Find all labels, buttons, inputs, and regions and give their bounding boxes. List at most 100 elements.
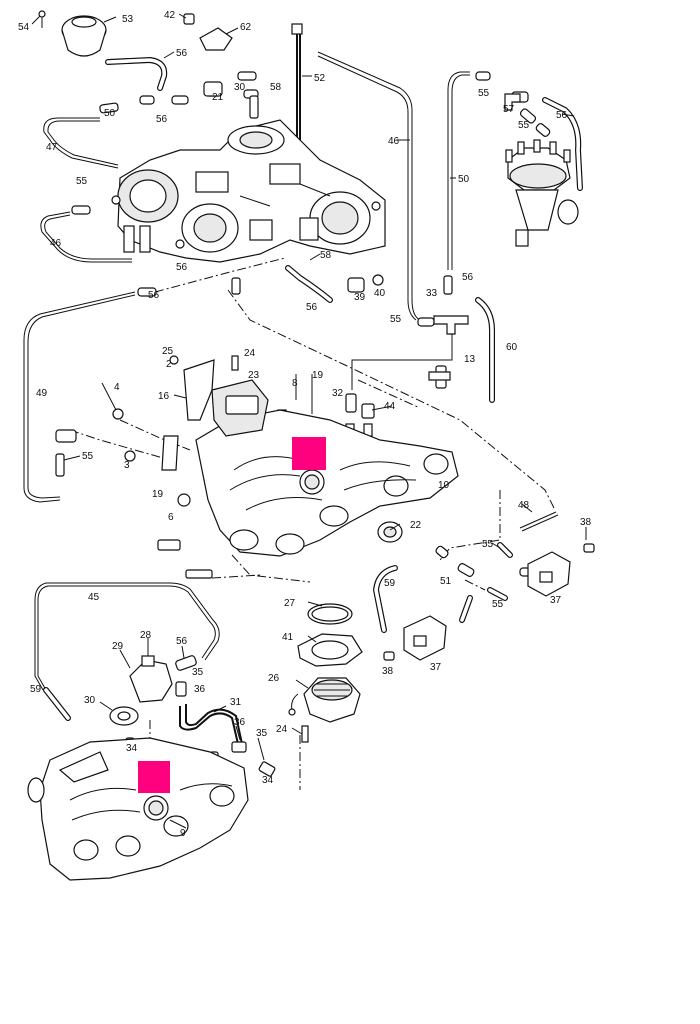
callout: 50 [458,174,470,185]
callout: 51 [440,576,452,587]
callout: 13 [464,354,476,365]
callout: 50 [104,108,116,119]
valve-62 [183,13,233,51]
callout: 21 [212,92,224,103]
callout: 24 [244,348,256,359]
callout: 44 [384,401,396,412]
callout: 19 [152,489,164,500]
leader-lines [31,13,587,829]
callout: 58 [270,82,282,93]
valve-37-mid [403,615,447,661]
callout: 56 [176,636,188,647]
callout: 55 [82,451,94,462]
callout: 56 [462,272,474,283]
callout: 32 [332,388,344,399]
highlight-marker [138,761,170,793]
callout: 55 [492,599,504,610]
callout: 59 [30,684,42,695]
callout: 41 [282,632,294,643]
callout: 46 [388,136,400,147]
callout: 35 [192,667,204,678]
heater-26 [288,677,361,743]
intake-manifold-lower [27,737,249,881]
valve-37-right [527,551,571,597]
callout: 55 [390,314,402,325]
callout: 49 [36,388,48,399]
callout: 33 [426,288,438,299]
highlight-markers [138,437,326,793]
callout: 38 [382,666,394,677]
callout: 38 [580,517,592,528]
callout: 59 [384,578,396,589]
regulator-28 [109,655,173,726]
callout: 55 [518,120,530,131]
callout: 30 [234,82,246,93]
gasket-27 [307,603,353,625]
callout: 55 [482,539,494,550]
callout: 29 [112,641,124,652]
callout: 10 [438,480,450,491]
callout: 58 [320,250,332,261]
callout: 4 [114,382,120,393]
callout: 36 [234,717,246,728]
callout: 56 [556,110,568,121]
callout: 56 [176,48,188,59]
callout: 45 [88,592,100,603]
callout: 28 [140,630,152,641]
callout: 19 [312,370,324,381]
callout: 60 [506,342,518,353]
callout: 53 [122,14,134,25]
callout: 39 [354,292,366,303]
callout: 57 [503,104,515,115]
callout: 48 [518,500,530,511]
callout: 56 [306,302,318,313]
tee-fittings [428,93,521,381]
distributor [505,139,579,247]
vacuum-lines [23,51,559,745]
callout: 47 [46,142,58,153]
callout: 40 [374,288,386,299]
intake-manifold-main [195,379,459,557]
callout: 46 [50,238,62,249]
callout: 2 [166,359,172,370]
highlight-marker [292,437,326,470]
callout: 36 [194,684,206,695]
callout: 26 [268,673,280,684]
callout: 52 [314,73,326,84]
callout: 3 [124,460,130,471]
callout-labels: 54 53 42 62 56 52 21 30 58 50 56 47 46 5… [18,10,592,839]
callout: 8 [292,378,298,389]
callout: 9 [180,828,186,839]
callout: 24 [276,724,288,735]
callout: 54 [18,22,30,33]
callout: 56 [156,114,168,125]
callout: 62 [240,22,252,33]
bolt-58-top [291,23,303,150]
callout: 37 [550,595,562,606]
callout: 34 [262,775,274,786]
callout: 56 [148,290,160,301]
callout: 22 [410,520,422,531]
callout: 25 [162,346,174,357]
rubber-hoses [43,56,583,721]
callout: 30 [84,695,96,706]
callout: 16 [158,391,170,402]
carburetor-assembly [111,119,386,263]
callout: 55 [76,176,88,187]
callout: 34 [126,743,138,754]
vacuum-unit-53 [38,10,107,57]
callout: 23 [248,370,260,381]
callout: 55 [478,88,490,99]
valve-21 [203,81,223,97]
callout: 27 [284,598,296,609]
callout: 6 [168,512,174,523]
callout: 37 [430,662,442,673]
callout: 31 [230,697,242,708]
valve-39-40 [347,274,384,293]
callout: 56 [176,262,188,273]
callout: 35 [256,728,268,739]
callout: 42 [164,10,176,21]
brackets [55,355,375,507]
